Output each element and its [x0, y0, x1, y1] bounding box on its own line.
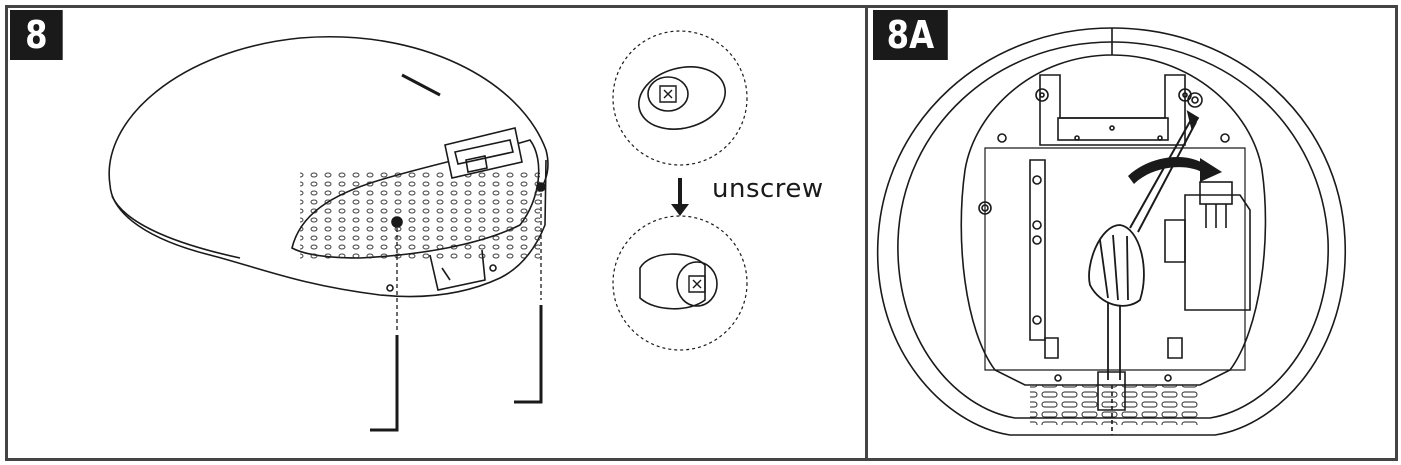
opener-housing-illustration — [108, 36, 549, 298]
step-badge-8a: 8A — [873, 10, 948, 60]
screw-guide-lines — [396, 193, 542, 330]
screw-detail-after — [612, 215, 748, 351]
unscrew-caption: unscrew — [712, 174, 824, 204]
step-badge-8: 8 — [10, 10, 63, 60]
rotate-arrow-icon — [1128, 156, 1222, 184]
panel-divider — [865, 5, 868, 461]
screw-front-icon — [391, 216, 403, 228]
screwdriver-icon — [1088, 110, 1200, 380]
down-arrow-icon — [671, 178, 689, 216]
opened-housing-illustration — [876, 27, 1346, 436]
screw-detail-before — [612, 30, 748, 166]
hex-key-icons — [370, 305, 543, 432]
screw-side-icon — [536, 182, 546, 192]
